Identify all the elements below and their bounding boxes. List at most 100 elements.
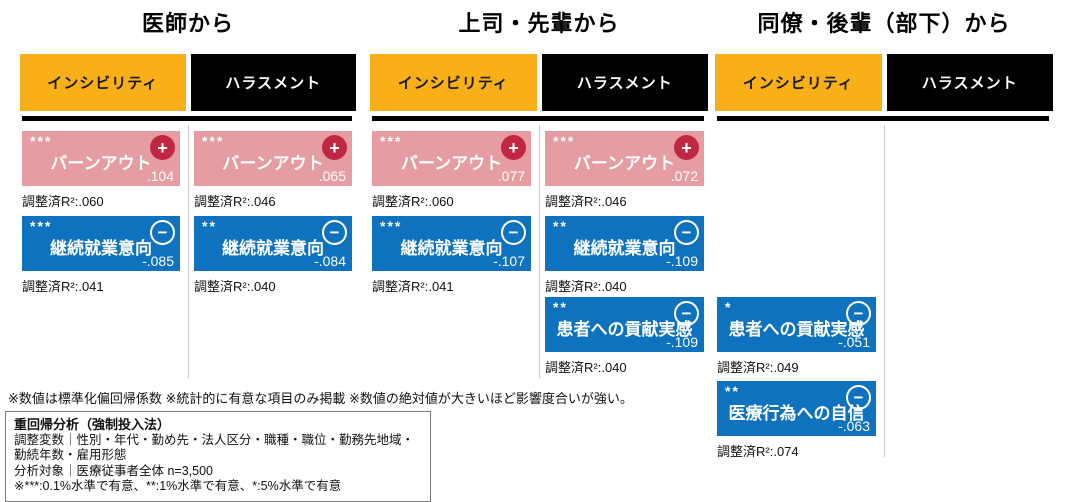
outcome-card-burnout: *** + バーンアウト .077 調整済R²:.060 [372, 131, 531, 210]
coefficient-value: .072 [670, 168, 698, 184]
horizontal-rule [22, 116, 352, 121]
minus-icon: − [674, 220, 699, 245]
adjusted-r2: 調整済R²:.040 [545, 360, 627, 375]
coefficient-value: .104 [146, 168, 174, 184]
coefficient-box: ** − 医療行為への自信 -.063 [717, 381, 876, 436]
column-header-harassment: ハラスメント [541, 54, 708, 111]
analysis-note-box: 重回帰分析（強制投入法） 調整変数｜性別・年代・勤め先・法人区分・職種・職位・勤… [5, 411, 431, 502]
coefficient-value: -.109 [666, 334, 698, 350]
minus-icon: − [322, 220, 347, 245]
outcome-label: 継続就業意向 [222, 239, 324, 258]
outcome-label: バーンアウト [222, 154, 324, 173]
header-row: インシビリティ ハラスメント [715, 54, 1053, 111]
significance-stars: * [725, 299, 733, 315]
adjusted-r2: 調整済R²:.040 [545, 279, 627, 294]
outcome-label: バーンアウト [573, 154, 676, 173]
outcome-card-burnout: *** + バーンアウト .072 調整済R²:.046 [545, 131, 704, 210]
significance-stars: *** [380, 218, 403, 234]
outcome-label: 患者への貢献実感 [728, 320, 865, 339]
coefficient-value: -.107 [493, 253, 525, 269]
group-from-doctors: 医師から インシビリティ ハラスメント *** + バーンアウト .104 調整… [20, 0, 356, 478]
column-divider-line [188, 125, 189, 378]
coefficient-value: -.063 [838, 418, 870, 434]
column-divider-line [539, 125, 540, 378]
adjusted-r2: 調整済R²:.060 [22, 194, 104, 209]
column-header-incivility: インシビリティ [715, 54, 882, 111]
analysis-method-title: 重回帰分析（強制投入法） [14, 417, 171, 432]
footnote: ※数値は標準化偏回帰係数 ※統計的に有意な項目のみ掲載 ※数値の絶対値が大きいほ… [8, 391, 633, 406]
minus-icon: − [150, 220, 175, 245]
minus-icon: − [674, 301, 699, 326]
adjusted-r2: 調整済R²:.074 [717, 444, 799, 459]
adjusted-r2: 調整済R²:.041 [372, 279, 454, 294]
significance-stars: ** [725, 383, 740, 399]
outcome-card-intent-to-stay: *** − 継続就業意向 -.107 調整済R²:.041 [372, 216, 531, 295]
significance-legend: ※***:0.1%水準で有意、**:1%水準で有意、*:5%水準で有意 [14, 479, 342, 493]
outcome-card-medical-confidence: ** − 医療行為への自信 -.063 調整済R²:.074 [717, 381, 876, 460]
coefficient-value: -.084 [314, 253, 346, 269]
outcome-label: バーンアウト [400, 154, 503, 173]
adjusted-r2: 調整済R²:.046 [194, 194, 276, 209]
outcome-card-intent-to-stay: *** − 継続就業意向 -.085 調整済R²:.041 [22, 216, 180, 295]
minus-icon: − [501, 220, 526, 245]
coefficient-box: *** + バーンアウト .104 [22, 131, 180, 186]
adjusted-r2: 調整済R²:.040 [194, 279, 276, 294]
outcome-card-intent-to-stay: ** − 継続就業意向 -.084 調整済R²:.040 [194, 216, 352, 295]
coefficient-box: ** − 継続就業意向 -.109 [545, 216, 704, 271]
group-from-colleagues: 同僚・後輩（部下）から インシビリティ ハラスメント * − 患者への貢献実感 … [715, 0, 1053, 478]
significance-stars: ** [553, 299, 568, 315]
outcome-label: 継続就業意向 [50, 239, 152, 258]
adjusted-r2: 調整済R²:.049 [717, 360, 799, 375]
column-header-harassment: ハラスメント [886, 54, 1053, 111]
header-row: インシビリティ ハラスメント [20, 54, 356, 111]
outcome-card-patient-contribution: * − 患者への貢献実感 -.051 調整済R²:.049 [717, 297, 876, 376]
significance-stars: ** [553, 218, 568, 234]
coefficient-box: ** − 継続就業意向 -.084 [194, 216, 352, 271]
significance-stars: *** [202, 133, 225, 149]
significance-stars: *** [380, 133, 403, 149]
column-header-harassment: ハラスメント [190, 54, 356, 111]
coefficient-box: *** − 継続就業意向 -.107 [372, 216, 531, 271]
outcome-label: 患者への貢献実感 [556, 320, 693, 339]
outcome-label: 継続就業意向 [573, 239, 676, 258]
adjusted-r2: 調整済R²:.041 [22, 279, 104, 294]
coefficient-box: * − 患者への貢献実感 -.051 [717, 297, 876, 352]
significance-stars: *** [30, 218, 53, 234]
column-header-incivility: インシビリティ [370, 54, 537, 111]
outcome-label: バーンアウト [50, 154, 152, 173]
coefficient-box: *** + バーンアウト .077 [372, 131, 531, 186]
coefficient-box: *** + バーンアウト .065 [194, 131, 352, 186]
plus-icon: + [150, 135, 175, 160]
adjusted-r2: 調整済R²:.060 [372, 194, 454, 209]
plus-icon: + [674, 135, 699, 160]
coefficient-box: ** − 患者への貢献実感 -.109 [545, 297, 704, 352]
coefficient-value: -.051 [838, 334, 870, 350]
coefficient-box: *** + バーンアウト .072 [545, 131, 704, 186]
coefficient-box: *** − 継続就業意向 -.085 [22, 216, 180, 271]
minus-icon: − [846, 301, 871, 326]
analysis-target-note: 分析対象｜医療従事者全体 n=3,500 [14, 463, 214, 478]
plus-icon: + [501, 135, 526, 160]
outcome-label: 医療行為への自信 [728, 404, 865, 423]
adjusted-variables-note: 調整変数｜性別・年代・勤め先・法人区分・職種・職位・勤務先地域・勤続年数・雇用形… [14, 432, 415, 463]
outcome-card-burnout: *** + バーンアウト .104 調整済R²:.060 [22, 131, 180, 210]
column-header-incivility: インシビリティ [20, 54, 186, 111]
group-title: 同僚・後輩（部下）から [757, 11, 1011, 36]
minus-icon: − [846, 385, 871, 410]
outcome-card-intent-to-stay: ** − 継続就業意向 -.109 調整済R²:.040 [545, 216, 704, 295]
significance-stars: *** [553, 133, 576, 149]
horizontal-rule [717, 116, 1049, 121]
coefficient-value: .077 [497, 168, 525, 184]
infographic-canvas: 医師から インシビリティ ハラスメント *** + バーンアウト .104 調整… [5, 0, 1053, 502]
horizontal-rule [372, 116, 704, 121]
group-title: 上司・先輩から [458, 11, 620, 36]
significance-stars: ** [202, 218, 217, 234]
outcome-label: 継続就業意向 [400, 239, 503, 258]
group-from-superiors: 上司・先輩から インシビリティ ハラスメント *** + バーンアウト .077… [370, 0, 708, 478]
column-divider-line [884, 125, 885, 457]
adjusted-r2: 調整済R²:.046 [545, 194, 627, 209]
group-title: 医師から [141, 11, 234, 36]
header-row: インシビリティ ハラスメント [370, 54, 708, 111]
coefficient-value: .065 [318, 168, 346, 184]
outcome-card-burnout: *** + バーンアウト .065 調整済R²:.046 [194, 131, 352, 210]
